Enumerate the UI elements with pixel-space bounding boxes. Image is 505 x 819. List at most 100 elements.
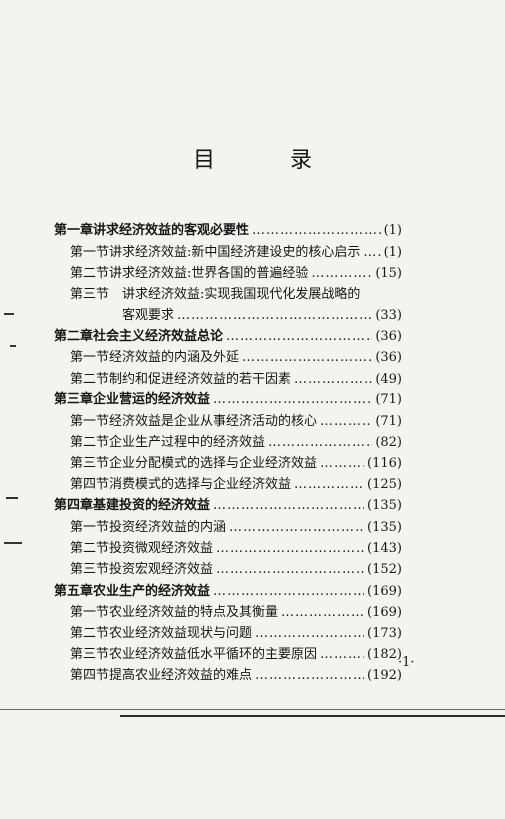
toc-entry-title: 农业经济效益现状与问题 [109,626,253,641]
toc-entry-title: 讲求经济效益:实现我国现代化发展战略的 [122,287,361,302]
toc-entry-title: 农业生产的经济效益 [93,584,211,599]
toc-chapter-entry: 第四章基建投资的经济效益…………………………………………………………………………… [54,494,402,514]
toc-section-entry: 第二节企业生产过程中的经济效益…………………………………………………………………… [70,431,402,451]
toc-entry-number: 第一节 [70,414,110,429]
toc-dot-leader: …………………………………………………………………………………………………………… [216,541,365,556]
toc-entry-title: 社会主义经济效益总论 [93,329,224,344]
toc-dot-leader: …………………………………………………………………………………………………………… [177,308,373,323]
toc-section-entry: 第三节投资宏观经济效益……………………………………………………………………………… [70,558,402,578]
toc-entry-number: 第四章 [54,498,94,513]
toc-dot-leader: …………………………………………………………………………………………………………… [213,498,365,513]
toc-page-number: (169) [367,584,402,599]
toc-dot-leader: …………………………………………………………………………………………………………… [294,372,372,387]
toc-page-number: (33) [375,308,402,323]
toc-entry-number: 第三节 [70,287,110,302]
toc-page-number: (71) [375,392,402,407]
toc-section-entry: 第四节消费模式的选择与企业经济效益……………………………………………………………… [70,473,402,493]
toc-entry-number: 第二节 [70,372,110,387]
toc-dot-leader: …………………………………………………………………………………………………………… [213,584,365,599]
toc-entry-number: 第四节 [70,668,110,683]
toc-dot-leader: …………………………………………………………………………………………………………… [255,626,365,641]
toc-entry-title: 讲求经济效益:世界各国的普遍经验 [109,266,309,281]
toc-section-entry: 第二节讲求经济效益:世界各国的普遍经验………………………………………………………… [70,262,402,282]
toc-dot-leader: …………………………………………………………………………………………………………… [226,329,373,344]
toc-section-entry: 第三节讲求经济效益:实现我国现代化发展战略的 [70,283,402,303]
toc-entry-number: 第五章 [54,584,94,599]
toc-section-entry: 第二节制约和促进经济效益的若干因素……………………………………………………………… [70,368,402,388]
page-title: 目 录 [193,148,346,173]
toc-entry-title: 基建投资的经济效益 [93,498,211,513]
toc-dot-leader: …………………………………………………………………………………………………………… [281,605,365,620]
toc-entry-title: 经济效益的内涵及外延 [109,350,240,365]
toc-entry-title: 客观要求 [122,308,175,323]
toc-page-number: (143) [367,541,402,556]
toc-section-entry: 第二节农业经济效益现状与问题……………………………………………………………………… [70,622,402,642]
toc-entry-number: 第一节 [70,520,110,535]
toc-dot-leader: …………………………………………………………………………………………………………… [320,456,364,471]
toc-page-number: (169) [367,605,402,620]
toc-entry-number: 第四节 [70,477,110,492]
toc-entry-number: 第二节 [70,266,110,281]
toc-dot-leader: …………………………………………………………………………………………………………… [255,668,365,683]
toc-page-number: (49) [375,372,402,387]
toc-entry-number: 第一节 [70,350,110,365]
scan-speck [4,313,14,315]
toc-entry-title: 农业经济效益的特点及其衡量 [109,605,279,620]
toc-section-entry: 第四节提高农业经济效益的难点……………………………………………………………………… [70,664,402,684]
toc-page-number: (135) [367,498,402,513]
toc-entry-title: 投资经济效益的内涵 [109,520,227,535]
toc-entry-number: 第三章 [54,392,94,407]
toc-section-entry: 第一节经济效益是企业从事经济活动的核心………………………………………………………… [70,410,402,430]
toc-section-entry: 第一节投资经济效益的内涵…………………………………………………………………………… [70,516,402,536]
toc-page-number: (182) [367,647,402,662]
toc-entry-number: 第一节 [70,245,110,260]
toc-section-entry: 第一节讲求经济效益:新中国经济建设史的核心启示……………………………………………… [70,241,402,261]
toc-entry-title: 企业生产过程中的经济效益 [109,435,266,450]
toc-section-entry: 第三节农业经济效益低水平循环的主要原因………………………………………………………… [70,643,402,663]
toc-entry-title: 提高农业经济效益的难点 [109,668,253,683]
toc-entry-number: 第三节 [70,456,110,471]
scan-speck [6,497,18,499]
toc-dot-leader: …………………………………………………………………………………………………………… [268,435,372,450]
toc-entry-number: 第二节 [70,435,110,450]
toc-section-entry: 第二节投资微观经济效益……………………………………………………………………………… [70,537,402,557]
toc-dot-leader: …………………………………………………………………………………………………………… [294,477,365,492]
toc-section-entry: 第一节农业经济效益的特点及其衡量………………………………………………………………… [70,601,402,621]
toc-dot-leader: …………………………………………………………………………………………………………… [363,245,380,260]
scan-speck [4,542,22,544]
toc-dot-leader: …………………………………………………………………………………………………………… [252,223,381,238]
toc-dot-leader: …………………………………………………………………………………………………………… [311,266,372,281]
toc-dot-leader: …………………………………………………………………………………………………………… [242,350,372,365]
toc-chapter-entry: 第二章社会主义经济效益总论………………………………………………………………………… [54,325,402,345]
toc-page-number: (71) [375,414,402,429]
scan-speck [10,345,16,347]
toc-entry-title: 讲求经济效益的客观必要性 [93,223,250,238]
toc-entry-number: 第一章 [54,223,94,238]
toc-section-entry: 第三节企业分配模式的选择与企业经济效益………………………………………………………… [70,452,402,472]
toc-page-number: (1) [383,245,402,260]
toc-chapter-entry: 第三章企业营运的经济效益…………………………………………………………………………… [54,388,402,408]
toc-page-number: (15) [375,266,402,281]
toc-page-number: (82) [375,435,402,450]
toc-page-number: (116) [367,456,402,471]
toc-entry-title: 经济效益是企业从事经济活动的核心 [109,414,318,429]
toc-page-number: (125) [367,477,402,492]
toc-dot-leader: …………………………………………………………………………………………………………… [216,562,365,577]
toc-dot-leader: …………………………………………………………………………………………………………… [320,647,364,662]
toc-entry-title: 企业分配模式的选择与企业经济效益 [109,456,318,471]
toc-dot-leader: …………………………………………………………………………………………………………… [229,520,364,535]
toc-chapter-entry: 第五章农业生产的经济效益…………………………………………………………………………… [54,580,402,600]
toc-entry-title: 消费模式的选择与企业经济效益 [109,477,292,492]
toc-page-number: (36) [375,329,402,344]
toc-entry-title: 投资微观经济效益 [109,541,214,556]
toc-dot-leader: …………………………………………………………………………………………………………… [213,392,372,407]
toc-page-number: (135) [367,520,402,535]
page-number: ·1· [398,655,415,670]
toc-entry-number: 第三节 [70,562,110,577]
toc-continuation-line: 客观要求………………………………………………………………………………………………… [122,304,402,324]
toc-entry-number: 第二节 [70,541,110,556]
toc-page-number: (1) [383,223,402,238]
bottom-rule [0,709,505,710]
toc-chapter-entry: 第一章讲求经济效益的客观必要性…………………………………………………………………… [54,219,402,239]
toc-entry-title: 企业营运的经济效益 [93,392,211,407]
